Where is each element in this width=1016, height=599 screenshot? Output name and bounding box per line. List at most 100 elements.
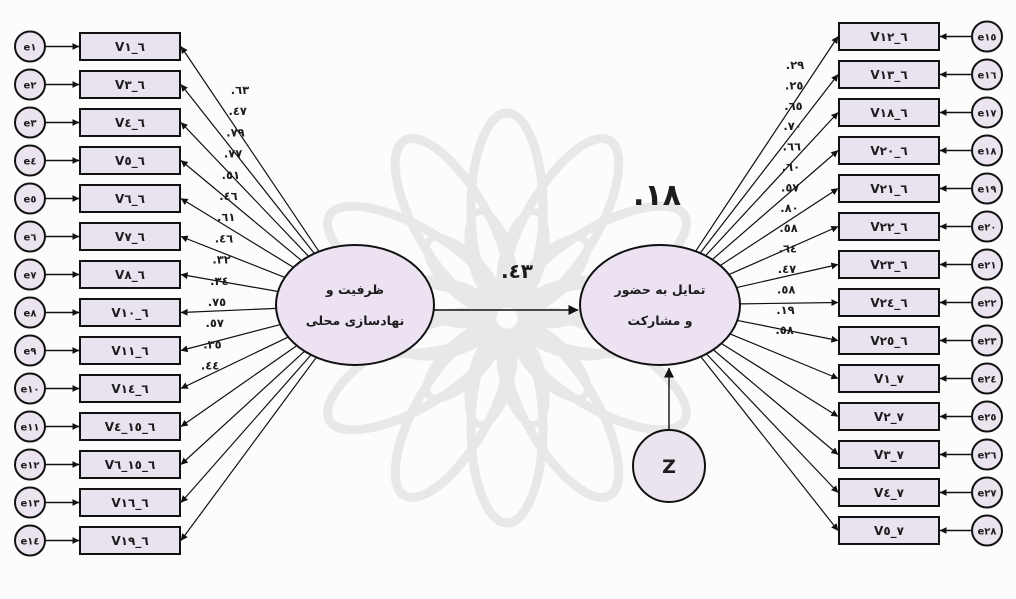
indicator-label: V٧_٢	[874, 410, 905, 425]
error-term-circle	[971, 20, 1003, 53]
indicator-label: V٦_٧	[115, 230, 145, 245]
loading-value: .٦٠	[782, 160, 800, 174]
indicator-label: V٦_١٩	[111, 534, 148, 549]
error-term-label: e١٢	[21, 461, 40, 472]
watermark-inner-petal	[510, 321, 592, 403]
indicator-box	[79, 412, 181, 441]
indicator-label: V٦_١٠	[111, 306, 148, 321]
indicator-label: V٦_٢٠	[870, 144, 907, 159]
error-term-label: e٢١	[978, 261, 997, 272]
indicator-label: V٦_١	[115, 40, 145, 55]
watermark-inner-petal	[464, 327, 518, 429]
error-term-circle	[971, 438, 1003, 471]
latent-left-line-1: ظرفیت و	[325, 282, 384, 297]
indicator-box	[79, 70, 181, 99]
error-term-circle	[14, 220, 46, 253]
loading-value: .٦٤	[779, 242, 797, 256]
indicator-box	[79, 488, 181, 517]
path-coefficient: .٤٣	[501, 259, 533, 283]
error-term-label: e١٦	[978, 71, 997, 82]
loading-arrow	[180, 122, 310, 257]
loading-value: .٤٧	[778, 262, 796, 276]
error-term-circle	[14, 106, 46, 139]
latent-left-line-2: نهادسازی محلی	[306, 313, 405, 328]
error-term-label: e١٥	[978, 33, 997, 44]
watermark-inner-petal	[464, 207, 518, 309]
indicator-box	[79, 526, 181, 555]
error-term-circle	[971, 248, 1003, 281]
loading-arrow	[736, 262, 839, 289]
watermark-inner-petal	[422, 233, 504, 315]
loading-value: .١٩	[776, 303, 794, 317]
indicator-box	[838, 440, 940, 469]
indicator-box	[79, 336, 181, 365]
error-term-label: e١٠	[21, 385, 40, 396]
loading-value: .٥٨	[775, 323, 793, 337]
error-term-label: e١٣	[21, 499, 40, 510]
loading-value: .٥٨	[779, 221, 797, 235]
error-term-circle	[971, 324, 1003, 357]
latent-right-line-1: تمایل به حضور	[614, 282, 706, 297]
indicator-label: V٧_٣	[874, 448, 905, 463]
loading-arrow	[180, 356, 317, 541]
loading-arrow	[737, 319, 839, 343]
loading-value: .٦٥	[784, 99, 802, 113]
loading-arrow	[705, 112, 839, 257]
r-squared-value: .١٨	[633, 178, 681, 213]
loading-arrow	[712, 349, 839, 455]
error-term-label: e٢٦	[978, 451, 997, 462]
loading-value: .٤٧	[228, 104, 246, 118]
indicator-box	[838, 60, 940, 89]
indicator-label: V٦_١٥_٤	[105, 420, 156, 435]
indicator-label: V٦_٤	[115, 116, 145, 131]
loading-arrow	[699, 74, 839, 254]
error-term-circle	[14, 296, 46, 329]
error-term-label: e٨	[24, 309, 37, 320]
loading-arrow	[180, 272, 279, 293]
loading-value: .٨٠	[780, 201, 798, 215]
indicator-box	[79, 260, 181, 289]
latent-left: ظرفیت و نهادسازی محلی	[275, 244, 435, 366]
loading-arrow	[728, 225, 839, 276]
loading-value: .٧٧	[224, 147, 242, 161]
error-term-circle	[14, 144, 46, 177]
disturbance-term: Z	[632, 367, 706, 503]
loading-arrow	[180, 336, 289, 390]
indicator-box	[838, 478, 940, 507]
error-term-circle	[14, 258, 46, 291]
disturbance-label: Z	[662, 456, 676, 478]
loading-arrow	[705, 353, 839, 493]
error-term-circle	[14, 68, 46, 101]
loading-value: .٧٩	[226, 125, 244, 139]
error-term-circle	[971, 362, 1003, 395]
loading-arrow	[180, 350, 306, 465]
loading-value: .٣٥	[203, 337, 221, 351]
error-term-circle	[971, 514, 1003, 547]
loading-arrow	[180, 354, 312, 503]
error-term-circle	[14, 30, 46, 63]
indicator-label: V٦_١٥_٦	[105, 458, 156, 473]
indicator-box	[838, 136, 940, 165]
loading-value: .٥٧	[205, 316, 223, 330]
loading-value: .٥٧	[781, 180, 799, 194]
loading-arrow	[711, 150, 839, 261]
loading-arrow	[180, 235, 286, 278]
error-term-label: e٤	[24, 157, 37, 168]
watermark-inner-petal	[496, 207, 550, 309]
error-term-label: e١١	[21, 423, 40, 434]
indicator-label: V٦_١٨	[870, 106, 907, 121]
indicator-label: V٦_٥	[115, 154, 145, 169]
error-term-circle	[971, 286, 1003, 319]
loading-arrow	[180, 197, 294, 268]
watermark-inner-petal	[496, 327, 550, 429]
loading-value: .٧٠	[783, 119, 801, 133]
loading-arrow	[695, 36, 839, 252]
error-term-circle	[14, 524, 46, 557]
indicator-label: V٦_١٤	[111, 382, 148, 397]
indicator-box	[79, 298, 181, 327]
loading-arrow	[719, 187, 839, 267]
error-term-label: e٢٧	[978, 489, 997, 500]
